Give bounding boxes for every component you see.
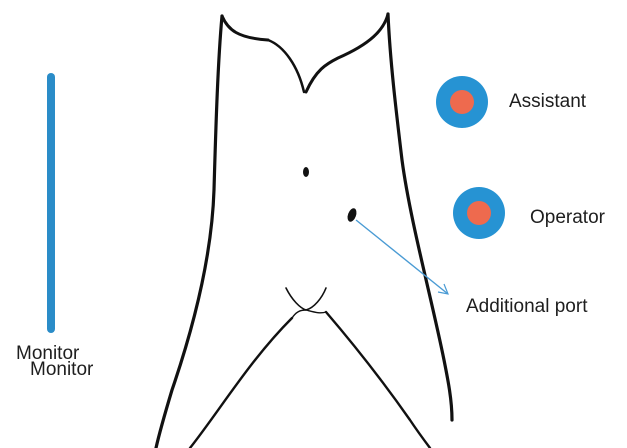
pubic-lower-left — [292, 310, 306, 318]
assistant-label: Assistant — [509, 92, 586, 111]
pubic-curve — [286, 288, 326, 310]
monitor-bar — [47, 73, 55, 333]
navel-mark — [303, 167, 309, 177]
operator-port-center — [467, 201, 491, 225]
operator-label: Operator — [530, 208, 605, 227]
operator-port-marker — [453, 187, 505, 239]
assistant-port-marker — [436, 76, 488, 128]
left-torso-side — [156, 16, 222, 448]
left-groin-line — [190, 318, 292, 448]
right-torso-side — [388, 14, 452, 420]
additional-port-pointer-line — [356, 220, 448, 294]
additional-port-label: Additional port — [466, 297, 587, 316]
right-groin-line — [326, 312, 430, 448]
left-inner-chest — [268, 40, 304, 92]
right-chest-curve — [306, 14, 388, 92]
assistant-port-center — [450, 90, 474, 114]
pubic-lower-right — [306, 310, 326, 313]
left-chest-curve — [222, 16, 268, 40]
monitor-label-secondary: Monitor — [30, 360, 93, 379]
